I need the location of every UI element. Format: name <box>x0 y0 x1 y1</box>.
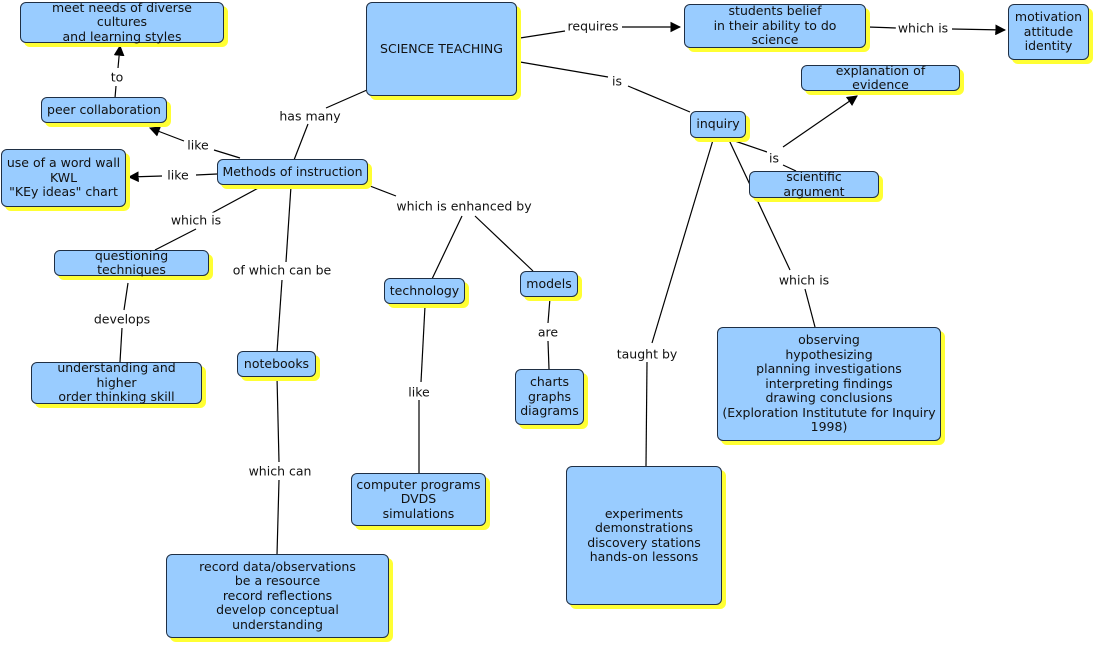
link-line <box>114 85 117 99</box>
node-notebooks[interactable]: notebooks <box>237 351 316 377</box>
link-label-develops: develops <box>91 311 153 327</box>
node-students-belief[interactable]: students belief in their ability to do s… <box>684 4 866 48</box>
link-label-is: is <box>767 150 781 166</box>
node-peer-collaboration[interactable]: peer collaboration <box>41 97 167 123</box>
link-label-which-is: which is <box>168 212 224 228</box>
link-line <box>627 85 691 113</box>
link-line <box>867 26 897 29</box>
link-label-has-many: has many <box>277 108 343 124</box>
link-label-which-is-enhanced-by: which is enhanced by <box>394 198 534 214</box>
link-label-like: like <box>185 137 211 153</box>
link-line <box>547 340 550 370</box>
link-line <box>547 297 551 324</box>
node-word-wall[interactable]: use of a word wall KWL "KEy ideas" chart <box>1 149 126 207</box>
link-line <box>276 279 283 353</box>
link-label-of-which-can-be: of which can be <box>230 262 334 278</box>
link-line <box>731 139 768 153</box>
node-record-data[interactable]: record data/observations be a resource r… <box>166 554 389 638</box>
link-line <box>519 61 609 78</box>
link-line <box>431 215 463 280</box>
link-line <box>123 282 129 311</box>
node-meet-needs[interactable]: meet needs of diverse cultures and learn… <box>20 0 224 44</box>
link-line <box>276 376 280 463</box>
link-line <box>119 327 123 363</box>
link-line <box>211 185 263 214</box>
link-label-which-can: which can <box>246 463 314 479</box>
node-observing-list[interactable]: observing hypothesizing planning investi… <box>717 327 941 441</box>
link-line <box>325 89 368 109</box>
link-line <box>645 361 648 467</box>
link-line <box>782 164 797 172</box>
node-science-teaching[interactable]: SCIENCE TEACHING <box>366 2 517 96</box>
node-scientific-argument[interactable]: scientific argument <box>749 169 879 198</box>
node-understanding[interactable]: understanding and higher order thinking … <box>31 361 202 404</box>
link-line <box>213 149 241 159</box>
node-explanation-of-evidence[interactable]: explanation of evidence <box>801 63 960 92</box>
link-line <box>474 215 534 272</box>
link-arrow <box>782 95 858 148</box>
link-label-like: like <box>165 167 191 183</box>
link-label-is: is <box>610 73 624 89</box>
node-experiments-list[interactable]: experiments demonstrations discovery sta… <box>566 466 722 605</box>
node-technology[interactable]: technology <box>384 278 465 304</box>
link-line <box>651 139 714 344</box>
node-charts-graphs-diagrams[interactable]: charts graphs diagrams <box>515 369 584 425</box>
link-line <box>293 123 309 161</box>
node-motivation[interactable]: motivation attitude identity <box>1008 4 1089 60</box>
link-arrow <box>951 24 1007 36</box>
node-questioning-techniques[interactable]: questioning techniques <box>54 248 209 277</box>
link-line <box>420 305 426 383</box>
link-label-to: to <box>108 69 126 85</box>
link-arrow <box>127 171 163 183</box>
link-label-which-is: which is <box>895 20 951 36</box>
link-arrow <box>148 126 185 142</box>
link-line <box>195 173 218 176</box>
node-models[interactable]: models <box>520 271 578 297</box>
link-label-requires: requires <box>565 18 621 34</box>
link-label-like: like <box>406 384 432 400</box>
node-computer-programs[interactable]: computer programs DVDS simulations <box>351 473 486 526</box>
link-line <box>369 185 397 197</box>
link-label-taught-by: taught by <box>614 346 680 362</box>
link-label-are: are <box>535 324 561 340</box>
link-line <box>285 185 292 263</box>
link-label-which-is: which is <box>776 272 832 288</box>
link-arrow <box>113 44 125 69</box>
node-methods-of-instruction[interactable]: Methods of instruction <box>217 159 368 185</box>
node-inquiry[interactable]: inquiry <box>690 111 746 138</box>
link-line <box>804 288 816 328</box>
link-line <box>728 139 791 271</box>
link-line <box>519 30 566 39</box>
link-line <box>276 479 280 556</box>
link-line <box>154 228 197 251</box>
